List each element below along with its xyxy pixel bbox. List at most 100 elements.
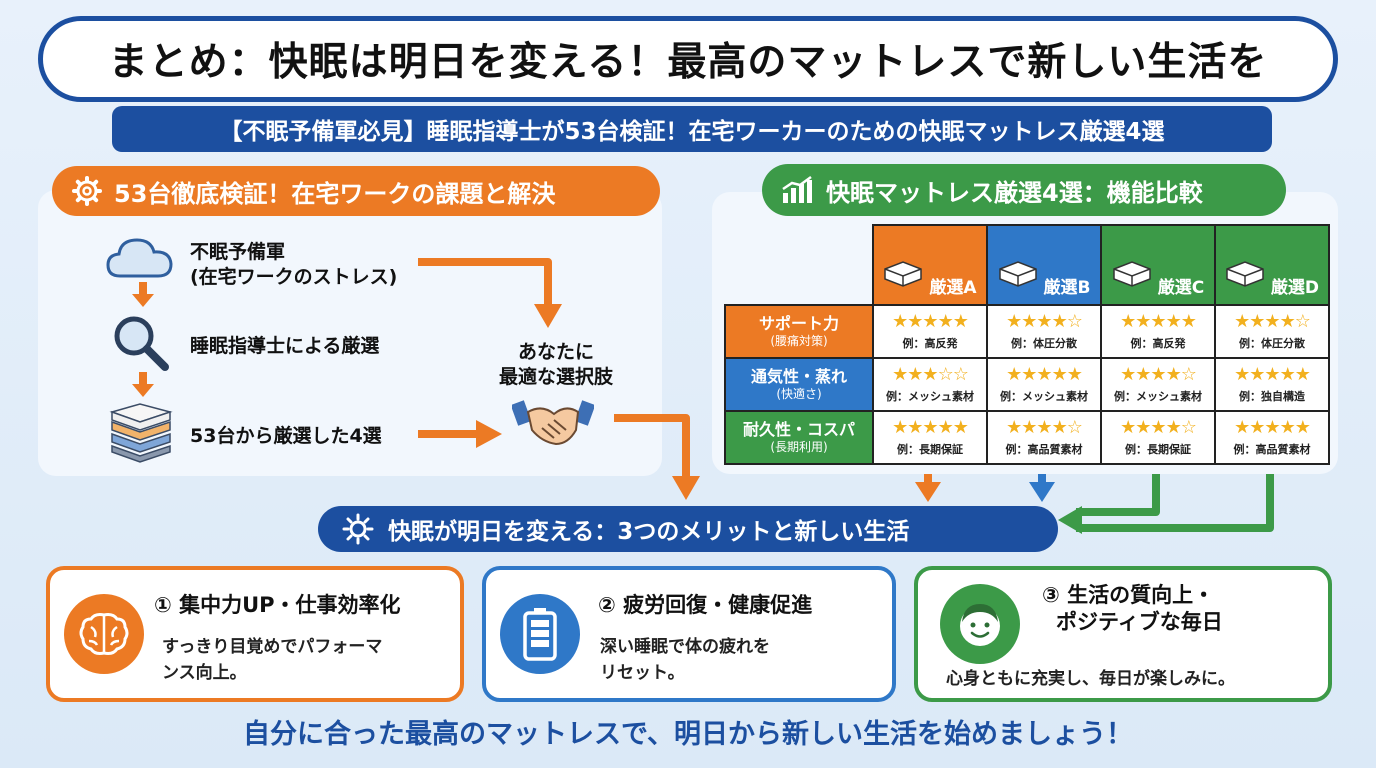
star-rating: ★★★★★ — [892, 311, 969, 333]
benefit-card-body: 深い睡眠で体の疲れを リセット。 — [600, 634, 770, 687]
mattress-icon — [1226, 261, 1264, 287]
right-section-header-text: 快眠マットレス厳選4選：機能比較 — [826, 178, 1203, 207]
benefits-header: 快眠が明日を変える：3つのメリットと新しい生活 — [318, 506, 1058, 552]
table-row: 通気性・蒸れ (快適さ) ★★★☆☆ 例：メッシュ素材 ★★★★★ 例：メッシュ素材… — [724, 357, 1330, 412]
footer-call-to-action: 自分に合った最高のマットレスで、明日から新しい生活を始めましょう！ — [243, 719, 1133, 750]
table-cell: ★★★★★ 例：メッシュ素材 — [986, 357, 1102, 412]
page-title: まとめ：快眠は明日を変える！最高のマットレスで新しい生活を — [38, 16, 1338, 102]
benefit-card-title: ② 疲労回復・健康促進 — [598, 593, 813, 617]
comparison-table: 厳選A 厳選B 厳選C 厳選D サポート力 (腰痛対策) ★★★★★例：高反発 … — [724, 224, 1330, 465]
col-header-b-label: 厳選B — [1043, 278, 1091, 298]
mattress-stack-icon — [109, 403, 173, 463]
cell-note: 例：高品質素材 — [1005, 442, 1083, 456]
star-rating: ★★★★☆ — [1120, 364, 1197, 386]
benefit-card-body-line1: すっきり目覚めでパフォーマ — [162, 637, 383, 657]
flow-step-1: 不眠予備軍 (在宅ワークのストレス) — [190, 240, 397, 289]
down-arrow-icon — [132, 372, 154, 397]
col-header-a-label: 厳選A — [929, 278, 977, 298]
right-section-header: 快眠マットレス厳選4選：機能比較 — [762, 164, 1286, 216]
table-cell: ★★★★★ 例：高反発 — [872, 304, 988, 359]
left-section-header-text: 53台徹底検証！在宅ワークの課題と解決 — [114, 179, 556, 208]
benefit-card-body-line2: ンス向上。 — [162, 663, 247, 684]
battery-icon — [500, 594, 580, 674]
star-rating: ★★★★★ — [1234, 417, 1311, 439]
flow-result-line2: 最適な選択肢 — [498, 365, 613, 388]
star-rating: ★★★★★ — [1120, 311, 1197, 333]
handshake-icon — [512, 400, 594, 446]
row-header-label: 通気性・蒸れ — [750, 367, 847, 386]
benefit-card-focus: ① 集中力UP・仕事効率化 すっきり目覚めでパフォーマ ンス向上。 — [46, 566, 464, 702]
cell-note: 例：体圧分散 — [1239, 336, 1305, 350]
table-cell: ★★★★☆ 例：長期保証 — [1100, 410, 1216, 465]
col-header-b: 厳選B — [986, 224, 1102, 306]
star-rating: ★★★★☆ — [1234, 311, 1311, 333]
cell-note: 例：長期保証 — [1125, 442, 1191, 456]
star-rating: ★★★★☆ — [1006, 417, 1083, 439]
cloud-icon — [106, 238, 173, 278]
table-cell: ★★★★☆ 例：体圧分散 — [986, 304, 1102, 359]
cell-note: 例：高反発 — [902, 336, 958, 350]
flow-step-3: 53台から厳選した4選 — [190, 425, 382, 447]
table-cell: ★★★★★ 例：長期保証 — [872, 410, 988, 465]
star-rating: ★★★☆☆ — [892, 364, 969, 386]
cell-note: 例：メッシュ素材 — [1000, 389, 1088, 403]
benefit-card-body-line1: 深い睡眠で体の疲れを — [600, 637, 770, 657]
benefit-card-quality: ③ 生活の質向上・ ポジティブな毎日 心身ともに充実し、毎日が楽しみに。 — [914, 566, 1332, 702]
smiley-face-icon — [940, 584, 1020, 664]
table-cell: ★★★★★ 例：高品質素材 — [1214, 410, 1330, 465]
star-rating: ★★★★☆ — [1006, 311, 1083, 333]
benefit-card-title: ① 集中力UP・仕事効率化 — [154, 593, 401, 617]
bar-chart-icon — [782, 175, 812, 203]
star-rating: ★★★★★ — [1006, 364, 1083, 386]
brain-icon — [64, 594, 144, 674]
mattress-icon — [998, 261, 1037, 287]
gear-icon — [72, 176, 102, 206]
cell-note: 例：メッシュ素材 — [886, 389, 974, 403]
row-header-sub: (快適さ) — [776, 387, 822, 401]
col-header-c-label: 厳選C — [1157, 278, 1205, 298]
benefit-card-recovery: ② 疲労回復・健康促進 深い睡眠で体の疲れを リセット。 — [482, 566, 896, 702]
cell-note: 例：高品質素材 — [1233, 442, 1311, 456]
star-rating: ★★★★☆ — [1120, 417, 1197, 439]
row-header-sub: (腰痛対策) — [770, 334, 828, 348]
flow-step-2: 睡眠指導士による厳選 — [190, 335, 380, 357]
page-subtitle: 【不眠予備軍必見】睡眠指導士が53台検証！在宅ワーカーのための快眠マットレス厳選… — [112, 106, 1272, 152]
benefits-header-text: 快眠が明日を変える：3つのメリットと新しい生活 — [388, 519, 910, 545]
mattress-icon — [884, 261, 923, 287]
table-cell: ★★★☆☆ 例：メッシュ素材 — [872, 357, 988, 412]
flow-result-line1: あなたに — [517, 341, 594, 363]
benefit-card-title-line2: ポジティブな毎日 — [1056, 610, 1223, 635]
star-rating: ★★★★★ — [892, 417, 969, 439]
sun-icon — [342, 513, 374, 545]
table-cell: ★★★★☆ 例：体圧分散 — [1214, 304, 1330, 359]
row-header-durability: 耐久性・コスパ (長期利用) — [724, 410, 874, 465]
col-header-c: 厳選C — [1100, 224, 1216, 306]
flow-result: あなたに 最適な選択肢 — [476, 340, 636, 389]
row-header-label: サポート力 — [758, 314, 839, 333]
table-corner — [725, 225, 873, 305]
cell-note: 例：高反発 — [1130, 336, 1186, 350]
star-rating: ★★★★★ — [1234, 364, 1311, 386]
row-header-breathability: 通気性・蒸れ (快適さ) — [724, 357, 874, 412]
table-cell: ★★★★★ 例：高反発 — [1100, 304, 1216, 359]
table-cell: ★★★★★例：独自構造 — [1214, 357, 1330, 412]
row-header-support: サポート力 (腰痛対策) — [724, 304, 874, 359]
benefit-card-body-line2: リセット。 — [600, 663, 685, 684]
mattress-icon — [1113, 261, 1151, 287]
row-header-label: 耐久性・コスパ — [742, 420, 855, 439]
col-header-a: 厳選A — [872, 224, 988, 306]
table-cell: ★★★★☆ 例：メッシュ素材 — [1100, 357, 1216, 412]
table-row: 耐久性・コスパ (長期利用) ★★★★★例：長期保証 ★★★★☆例：高品質素材 … — [724, 410, 1330, 465]
flow-step-1-title: 不眠予備軍 — [190, 241, 286, 263]
col-header-d-label: 厳選D — [1270, 278, 1320, 298]
benefit-card-body: すっきり目覚めでパフォーマ ンス向上。 — [162, 634, 382, 687]
benefit-card-body: 心身ともに充実し、毎日が楽しみに。 — [946, 669, 1235, 689]
cell-note: 例：体圧分散 — [1011, 336, 1077, 350]
flow-step-1-subtitle: (在宅ワークのストレス) — [190, 265, 398, 288]
cell-note: 例：メッシュ素材 — [1114, 389, 1202, 403]
cell-note: 例：長期保証 — [897, 442, 963, 456]
row-header-sub: (長期利用) — [770, 440, 828, 454]
left-section-header: 53台徹底検証！在宅ワークの課題と解決 — [52, 166, 660, 216]
magnifier-icon — [114, 316, 169, 371]
